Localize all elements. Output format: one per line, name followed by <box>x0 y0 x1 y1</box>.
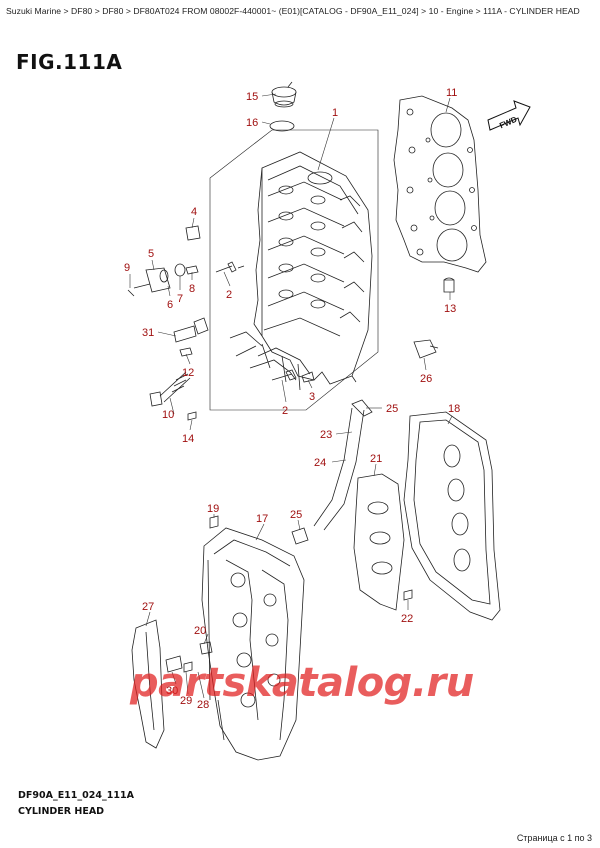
hose-fitting-part[interactable] <box>291 527 309 545</box>
callout-20[interactable]: 20 <box>194 625 206 637</box>
callout-25-lower[interactable]: 25 <box>290 509 302 521</box>
diagram-name: CYLINDER HEAD <box>18 806 105 817</box>
callout-18[interactable]: 18 <box>448 403 460 415</box>
page-counter: Страница с 1 по 3 <box>516 833 592 843</box>
callout-22[interactable]: 22 <box>401 613 413 625</box>
clamp-part[interactable] <box>413 339 439 359</box>
callout-19[interactable]: 19 <box>207 503 219 515</box>
oil-filler-cap-part[interactable] <box>271 81 297 108</box>
screw-part[interactable] <box>185 265 199 275</box>
bolt-part-19[interactable] <box>209 515 219 529</box>
callout-9[interactable]: 9 <box>124 262 130 274</box>
callout-21[interactable]: 21 <box>370 453 382 465</box>
callout-14[interactable]: 14 <box>182 433 194 445</box>
callout-13[interactable]: 13 <box>444 303 456 315</box>
bolt-part-20[interactable] <box>199 641 213 655</box>
dowel-part[interactable] <box>443 277 455 293</box>
callout-7[interactable]: 7 <box>177 293 183 305</box>
callout-23[interactable]: 23 <box>320 429 332 441</box>
head-gasket-part[interactable] <box>393 95 487 273</box>
side-cover-part[interactable] <box>131 619 165 749</box>
callout-5[interactable]: 5 <box>148 248 154 260</box>
figure-title: FIG.111A <box>16 50 123 74</box>
callout-8[interactable]: 8 <box>189 283 195 295</box>
bolt-part-10[interactable] <box>149 371 191 407</box>
callout-2-lower[interactable]: 2 <box>282 405 288 417</box>
cover-gasket-part[interactable] <box>403 411 501 621</box>
fwd-arrow-icon <box>487 100 531 131</box>
callout-16[interactable]: 16 <box>246 117 258 129</box>
bolt-part-3[interactable] <box>301 371 315 383</box>
bolt-part-2b[interactable] <box>271 369 297 381</box>
breadcrumb[interactable]: Suzuki Marine > DF80 > DF80 > DF80AT024 … <box>6 6 580 16</box>
o-ring-part[interactable] <box>269 120 295 132</box>
callout-30[interactable]: 30 <box>166 685 178 697</box>
callout-2-upper[interactable]: 2 <box>226 289 232 301</box>
callout-24[interactable]: 24 <box>314 457 326 469</box>
callout-4[interactable]: 4 <box>191 206 197 218</box>
plate-gasket-part[interactable] <box>353 473 405 611</box>
callout-labels: 15 16 1 11 4 5 9 6 7 8 2 13 31 12 26 3 2… <box>124 87 460 711</box>
temp-sensor-part[interactable] <box>173 317 209 343</box>
bolt-part-2a[interactable] <box>215 261 245 273</box>
callout-25-upper[interactable]: 25 <box>386 403 398 415</box>
callout-28[interactable]: 28 <box>197 699 209 711</box>
head-cover-part[interactable] <box>201 527 305 761</box>
cylinder-head-part[interactable] <box>209 129 379 411</box>
grommet-part[interactable] <box>165 655 193 673</box>
pin-part[interactable] <box>185 225 201 241</box>
callout-31[interactable]: 31 <box>142 327 154 339</box>
callout-11[interactable]: 11 <box>446 87 457 99</box>
callout-29[interactable]: 29 <box>180 695 192 707</box>
plug-cover-part[interactable] <box>127 263 186 297</box>
bolt-part-12[interactable] <box>179 347 193 357</box>
callout-1[interactable]: 1 <box>332 107 338 119</box>
plug-part-14[interactable] <box>187 411 197 421</box>
watermark: partskatalog.ru <box>130 660 474 706</box>
callout-17[interactable]: 17 <box>256 513 268 525</box>
callout-15[interactable]: 15 <box>246 91 258 103</box>
callout-6[interactable]: 6 <box>167 299 173 311</box>
callout-27[interactable]: 27 <box>142 601 154 613</box>
callout-26[interactable]: 26 <box>420 373 432 385</box>
bolt-part-22[interactable] <box>403 589 413 601</box>
breather-hose-part[interactable] <box>313 399 373 531</box>
callout-10[interactable]: 10 <box>162 409 174 421</box>
leader-lines <box>129 93 453 699</box>
callout-3[interactable]: 3 <box>309 391 315 403</box>
callout-12[interactable]: 12 <box>182 367 194 379</box>
diagram-code: DF90A_E11_024_111A <box>18 790 134 801</box>
